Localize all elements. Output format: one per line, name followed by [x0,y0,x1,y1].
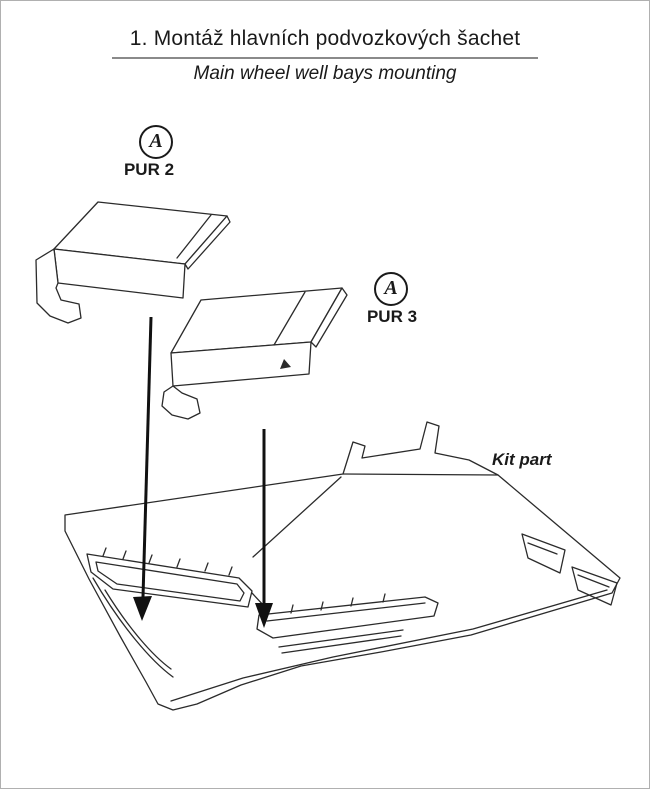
brand-badge-pur2: A [139,125,173,159]
brand-a-icon: A [384,277,398,299]
kit-part-label: Kit part [492,450,552,469]
pur2-part-drawing [35,201,231,324]
step-subtitle: Main wheel well bays mounting [193,63,457,84]
pur3-label: PUR 3 [366,307,418,326]
arrow-down-pur3 [255,429,273,628]
kit-part-drawing [64,421,621,711]
brand-a-icon: A [149,130,163,152]
pur2-label: PUR 2 [123,160,175,179]
step-title: 1. Montáž hlavních podvozkových šachet [111,27,539,59]
pur3-part-drawing [161,287,348,420]
arrow-down-pur2 [133,316,153,621]
step-header: 1. Montáž hlavních podvozkových šachet M… [1,27,649,85]
brand-badge-pur3: A [374,272,408,306]
assembly-arrows [133,316,273,628]
